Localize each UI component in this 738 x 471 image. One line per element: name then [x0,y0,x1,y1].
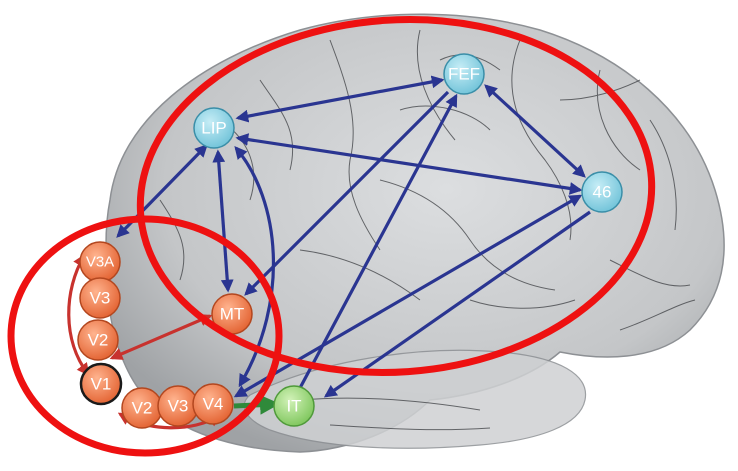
arrow-lip-46 [235,133,583,195]
area-nodes: LIP FEF 46 MT V3A V3 V2 V1 [77,53,623,429]
arrow-v2-mt [109,314,213,360]
node-v2-row-label: V2 [132,399,153,418]
connection-arrows [67,75,591,430]
node-lip[interactable]: LIP [193,107,235,149]
node-v3a[interactable]: V3A [79,241,121,283]
node-v1[interactable]: V1 [79,362,123,406]
arrow-v1-v3a [67,253,90,377]
highlight-ring-early-visual [7,215,283,457]
node-it[interactable]: IT [273,385,315,427]
highlight-ring-dorsal-frontal [136,16,656,376]
node-46-label: 46 [593,183,612,202]
brain-illustration [105,13,725,453]
arrow-lip-fef [235,75,445,123]
node-v2-vertical[interactable]: V2 [77,319,119,361]
node-fef-label: FEF [448,65,480,84]
node-v4-label: V4 [203,395,224,414]
node-fef[interactable]: FEF [443,53,485,95]
node-v4[interactable]: V4 [192,383,234,425]
node-mt[interactable]: MT [211,293,253,335]
node-v3-row[interactable]: V3 [157,385,199,427]
node-v3-label: V3 [90,289,111,308]
node-v3-row-label: V3 [168,397,189,416]
node-v1-label: V1 [91,375,112,394]
node-it-label: IT [286,397,301,416]
arrow-lip-mt [212,149,234,293]
node-v3[interactable]: V3 [79,277,121,319]
arrow-46-it [323,210,591,398]
highlight-rings [7,16,656,457]
node-46[interactable]: 46 [581,171,623,213]
node-v3a-label: V3A [86,254,114,271]
node-lip-label: LIP [201,119,227,138]
node-v2-row[interactable]: V2 [121,387,163,429]
node-v2-vertical-label: V2 [88,331,109,350]
node-mt-label: MT [220,305,245,324]
